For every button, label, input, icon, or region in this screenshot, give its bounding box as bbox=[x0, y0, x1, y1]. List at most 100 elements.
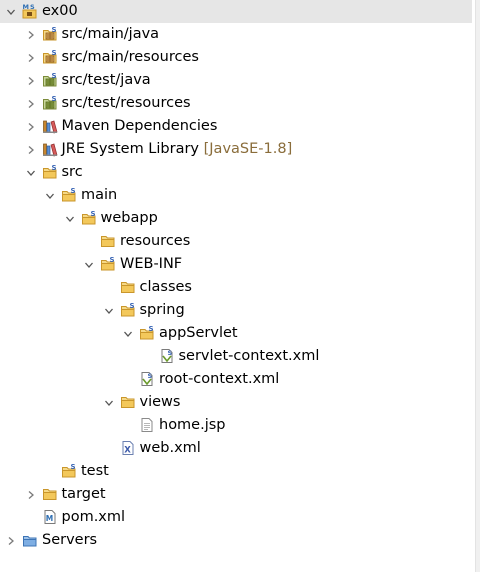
tree-item-label: webapp bbox=[100, 210, 158, 226]
tree-item-label: JRE System Library [JavaSE-1.8] bbox=[61, 141, 293, 157]
folder-icon bbox=[42, 486, 58, 502]
svg-text:S: S bbox=[51, 95, 56, 103]
tree-item-label: ex00 bbox=[42, 3, 78, 19]
tree-item-label: classes bbox=[139, 279, 192, 295]
tree-item[interactable]: views bbox=[0, 391, 472, 414]
svg-text:S: S bbox=[51, 49, 56, 57]
chevron-down-icon[interactable] bbox=[120, 322, 136, 345]
tree-item-label: pom.xml bbox=[61, 509, 126, 525]
spring-folder-icon: S bbox=[61, 463, 77, 479]
chevron-right-icon[interactable] bbox=[3, 529, 19, 552]
svg-text:S: S bbox=[90, 210, 95, 218]
tree-item-label: WEB-INF bbox=[120, 256, 183, 272]
chevron-down-icon[interactable] bbox=[23, 161, 39, 184]
chevron-right-icon[interactable] bbox=[23, 115, 39, 138]
tree-item-label: test bbox=[81, 463, 109, 479]
tree-item-label: src/test/java bbox=[61, 72, 151, 88]
chevron-down-icon[interactable] bbox=[101, 391, 117, 414]
tree-item-label: src bbox=[61, 164, 83, 180]
folder-icon bbox=[100, 233, 116, 249]
tree-item-label: target bbox=[61, 486, 106, 502]
library-icon bbox=[42, 141, 58, 157]
tree-item[interactable]: target bbox=[0, 483, 472, 506]
spring-folder-icon: S bbox=[61, 187, 77, 203]
svg-text:S: S bbox=[51, 164, 56, 172]
tree-item[interactable]: JRE System Library [JavaSE-1.8] bbox=[0, 138, 472, 161]
chevron-right-icon[interactable] bbox=[23, 69, 39, 92]
chevron-right-icon[interactable] bbox=[23, 92, 39, 115]
servers-folder-icon bbox=[22, 532, 38, 548]
svg-text:S: S bbox=[110, 256, 115, 264]
spring-bean-xml-icon: S bbox=[139, 371, 155, 387]
xml-file-icon: X bbox=[120, 440, 136, 456]
tree-item[interactable]: Servers bbox=[0, 529, 472, 552]
tree-item[interactable]: classes bbox=[0, 276, 472, 299]
tree-item-label: web.xml bbox=[139, 440, 201, 456]
test-source-folder-icon: S bbox=[42, 72, 58, 88]
spring-folder-icon: S bbox=[81, 210, 97, 226]
chevron-right-icon[interactable] bbox=[23, 483, 39, 506]
svg-text:M: M bbox=[45, 514, 52, 523]
chevron-right-icon[interactable] bbox=[23, 23, 39, 46]
chevron-right-icon[interactable] bbox=[23, 138, 39, 161]
tree-item[interactable]: S WEB-INF bbox=[0, 253, 472, 276]
svg-text:S: S bbox=[149, 325, 154, 333]
jsp-file-icon bbox=[139, 417, 155, 433]
tree-item-label: resources bbox=[120, 233, 191, 249]
svg-text:S: S bbox=[148, 372, 153, 380]
library-icon bbox=[42, 118, 58, 134]
tree-item-label: spring bbox=[139, 302, 185, 318]
svg-text:S: S bbox=[30, 3, 35, 11]
svg-text:S: S bbox=[51, 72, 56, 80]
test-source-folder-icon: S bbox=[42, 95, 58, 111]
tree-item[interactable]: Maven Dependencies bbox=[0, 115, 472, 138]
svg-text:X: X bbox=[124, 446, 131, 456]
chevron-down-icon[interactable] bbox=[101, 299, 117, 322]
tree-item[interactable]: home.jsp bbox=[0, 414, 472, 437]
chevron-down-icon[interactable] bbox=[81, 253, 97, 276]
tree-item[interactable]: resources bbox=[0, 230, 472, 253]
spring-folder-icon: S bbox=[42, 164, 58, 180]
chevron-down-icon[interactable] bbox=[3, 0, 19, 23]
svg-text:S: S bbox=[71, 187, 76, 195]
tree-item-label: appServlet bbox=[159, 325, 238, 341]
source-folder-icon: S bbox=[42, 49, 58, 65]
svg-text:M: M bbox=[23, 3, 29, 11]
tree-item-label: views bbox=[139, 394, 181, 410]
tree-item-label: root-context.xml bbox=[159, 371, 280, 387]
pom-file-icon: M bbox=[42, 509, 58, 525]
spring-folder-icon: S bbox=[139, 325, 155, 341]
source-folder-icon: S bbox=[42, 26, 58, 42]
spring-folder-icon: S bbox=[100, 256, 116, 272]
svg-text:S: S bbox=[167, 349, 172, 357]
chevron-down-icon[interactable] bbox=[42, 184, 58, 207]
tree-item-label: src/main/java bbox=[61, 26, 160, 42]
tree-item-label: Servers bbox=[42, 532, 98, 548]
chevron-right-icon[interactable] bbox=[23, 46, 39, 69]
tree-item-label: src/test/resources bbox=[61, 95, 191, 111]
tree-item-label: src/main/resources bbox=[61, 49, 199, 65]
chevron-down-icon[interactable] bbox=[62, 207, 78, 230]
spring-bean-xml-icon: S bbox=[159, 348, 175, 364]
spring-folder-icon: S bbox=[120, 302, 136, 318]
view-border bbox=[475, 0, 480, 572]
svg-text:S: S bbox=[71, 463, 76, 471]
tree-item-label: Maven Dependencies bbox=[61, 118, 218, 134]
